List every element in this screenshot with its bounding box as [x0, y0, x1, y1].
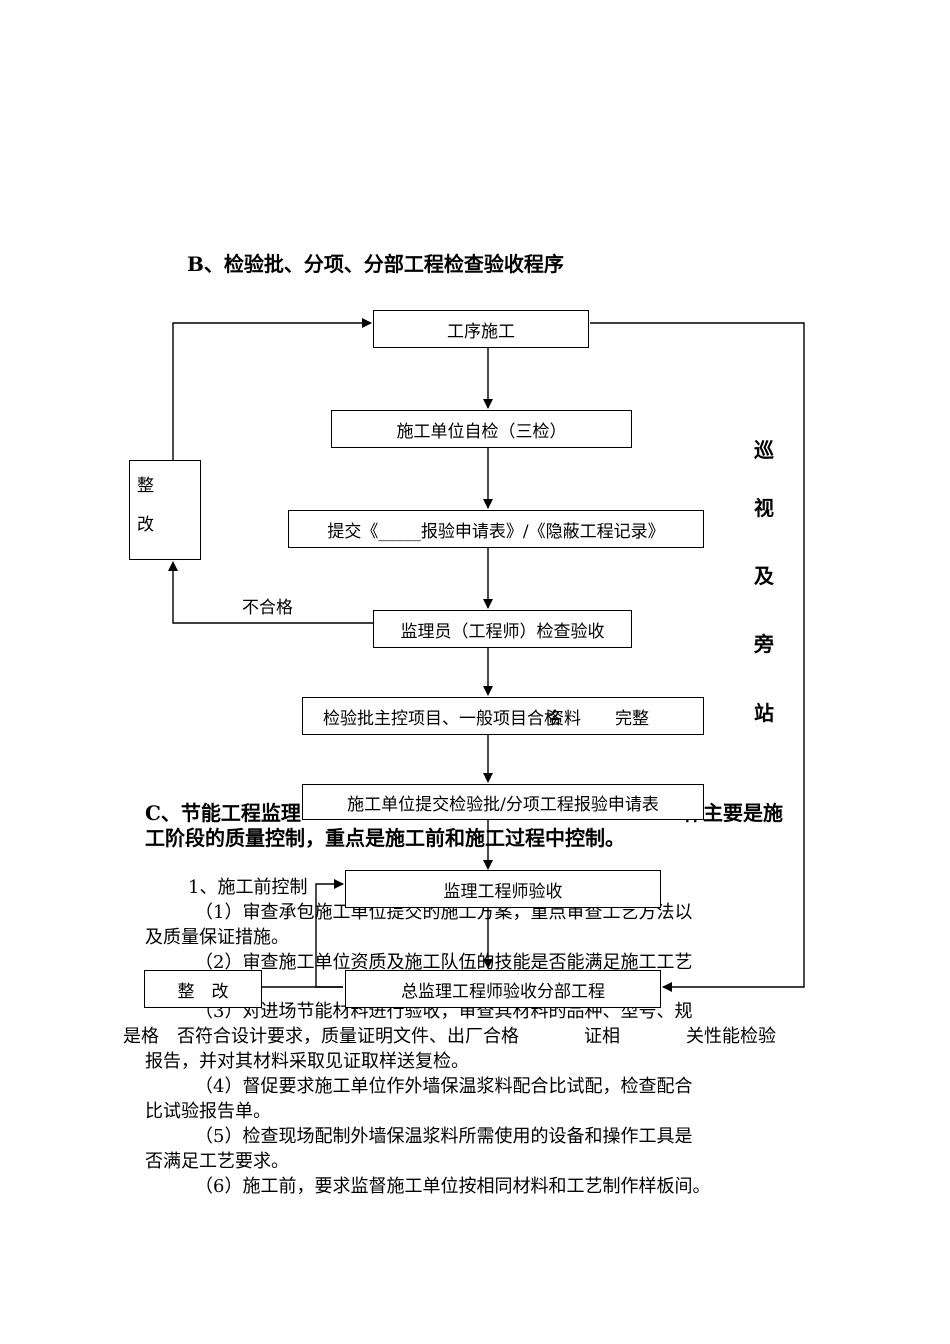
rectify-box-lower: 整 改: [144, 970, 262, 1008]
section-c-p4a: （4）督促要求施工单位作外墙保温浆料配合比试配，检查配合: [195, 1076, 693, 1097]
flow-step-qualified: 检验批主控项目、一般项目合格 资料 完整: [302, 697, 704, 735]
section-c-p1b: 及质量保证措施。: [145, 927, 289, 948]
unqualified-label: 不合格: [242, 598, 293, 618]
flow-step-qualified-extra: 资料 完整: [547, 708, 649, 729]
section-c-p6: （6）施工前，要求监督施工单位按相同材料和工艺制作样板间。: [195, 1176, 711, 1197]
flow-step-inspection: 监理员（工程师）检查验收: [373, 610, 632, 648]
flow-step-engineer-accept: 监理工程师验收: [345, 870, 661, 908]
section-c-p5a: （5）检查现场配制外墙保温浆料所需使用的设备和操作工具是: [195, 1126, 693, 1147]
flow-step-process: 工序施工: [373, 310, 589, 348]
patrol-char-3: 及: [754, 564, 774, 588]
patrol-char-1: 巡: [754, 438, 774, 462]
section-b-title: B、检验批、分项、分部工程检查验收程序: [187, 252, 564, 276]
section-c-p2: （2）审查施工单位资质及施工队伍的技能是否能满足施工工艺: [195, 952, 693, 973]
section-c-item1: 1、施工前控制: [188, 877, 308, 898]
section-c-line1-left: C、节能工程监理: [145, 801, 301, 825]
section-c-line2: 工阶段的质量控制，重点是施工前和施工过程中控制。: [145, 826, 625, 850]
section-c-p3b-left: 是格 否符合设计要求，质量证明文件、出厂合格: [123, 1026, 519, 1047]
flow-step-qualified-label: 检验批主控项目、一般项目合格: [323, 708, 561, 729]
flow-step-submit-form: 提交《_____报验申请表》/《隐蔽工程记录》: [288, 510, 704, 548]
rectify-char-1: 整: [137, 476, 154, 496]
section-c-p3b-right: 关性能检验: [668, 1026, 776, 1047]
patrol-char-5: 站: [754, 701, 774, 725]
flow-step-self-check: 施工单位自检（三检）: [331, 410, 632, 448]
section-c-overlap-text: 证相: [584, 1026, 620, 1047]
section-c-p4b: 比试验报告单。: [145, 1101, 271, 1122]
section-c-p3c: 报告，并对其材料采取见证取样送复检。: [145, 1051, 469, 1072]
flow-step-submit-batch: 施工单位提交检验批/分项工程报验申请表: [302, 784, 704, 820]
patrol-char-4: 旁: [754, 632, 774, 656]
rectify-box-upper: 整 改: [129, 460, 201, 560]
flow-step-chief-accept: 总监理工程师验收分部工程: [345, 970, 661, 1008]
rectify-char-2: 改: [137, 515, 154, 535]
patrol-char-2: 视: [754, 496, 774, 520]
section-c-p5b: 否满足工艺要求。: [145, 1151, 289, 1172]
